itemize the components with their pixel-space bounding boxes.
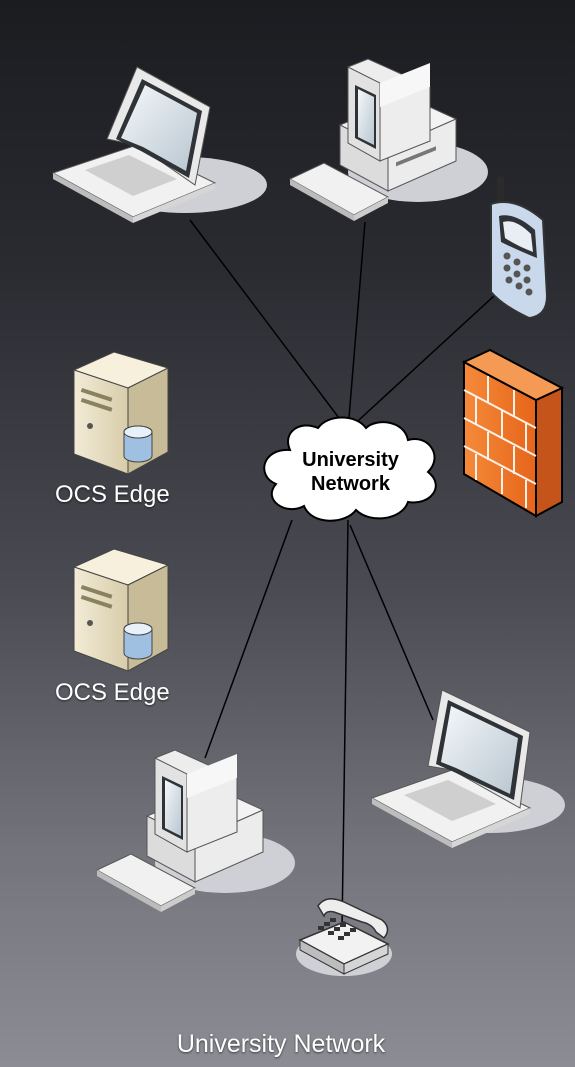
connector-desktop-top <box>347 221 366 431</box>
connector-laptop-bottom <box>349 524 434 721</box>
telephone-icon <box>296 898 392 976</box>
server-label: OCS Edge <box>55 481 170 508</box>
server-icon <box>72 548 170 672</box>
connector-telephone <box>341 519 349 931</box>
cloud-label-line2: Network <box>311 473 390 495</box>
laptop-icon <box>370 689 565 848</box>
diagram-caption: University Network <box>176 1030 386 1058</box>
connector-laptop-top <box>189 219 349 431</box>
connector-phone <box>347 294 496 431</box>
cloud-label: University Network <box>268 448 433 496</box>
mobile-phone-icon <box>490 176 549 320</box>
cloud-label-line1: University <box>302 449 399 471</box>
desktop-computer-icon <box>95 749 295 912</box>
server-label: OCS Edge <box>55 679 170 706</box>
laptop-icon <box>51 66 267 223</box>
desktop-computer-icon <box>288 58 488 221</box>
server-icon <box>72 351 170 475</box>
firewall-icon <box>461 348 565 518</box>
connectors <box>189 219 496 931</box>
network-cloud-icon <box>263 416 437 522</box>
connector-desktop-bottom <box>204 519 293 759</box>
